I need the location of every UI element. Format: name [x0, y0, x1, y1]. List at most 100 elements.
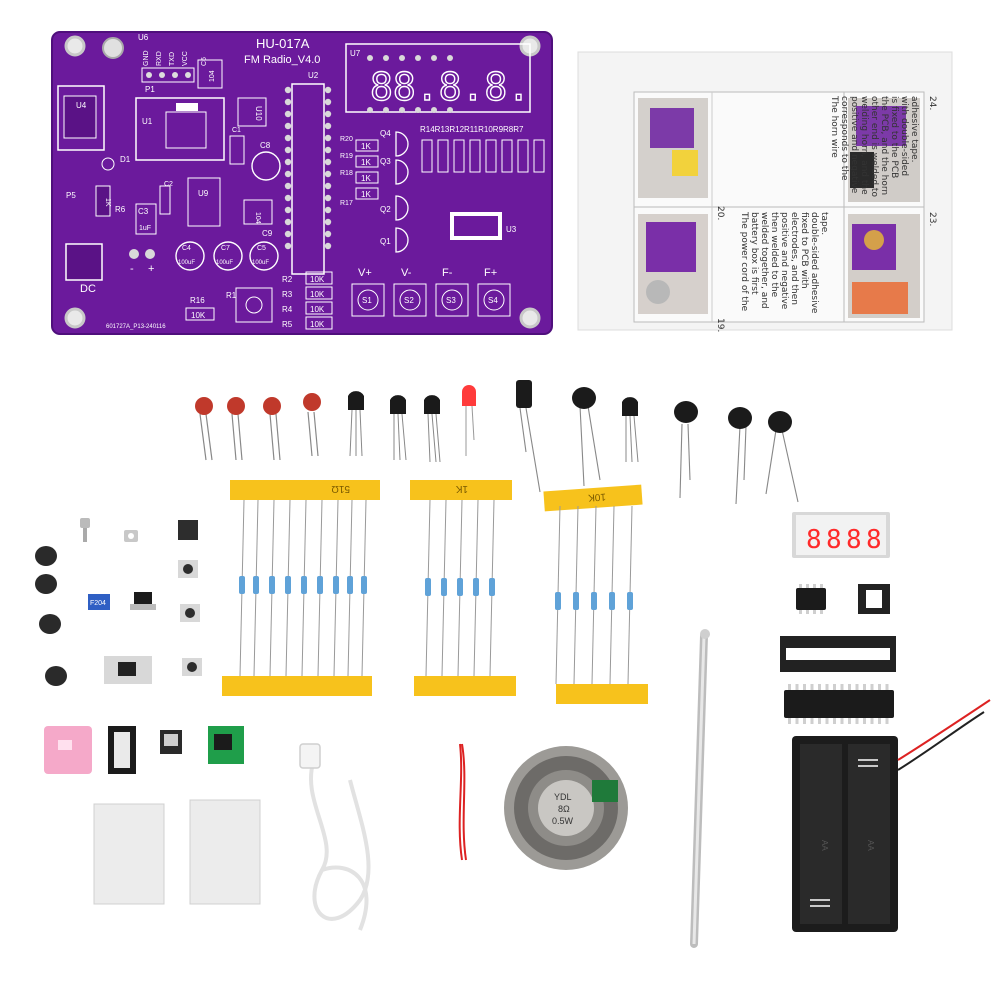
resistor — [285, 576, 291, 594]
c4-value: 100uF — [178, 260, 195, 266]
sw-label-s2: S2 — [404, 296, 414, 305]
resistor-strip-10k: 10K — [543, 484, 648, 704]
ic-socket-28pin — [780, 636, 896, 672]
r17-r20-footprints: R20 R19 R18 R17 1K 1K 1K 1K — [340, 136, 379, 207]
u10-label: U10 — [254, 106, 263, 121]
key-label-fminus: F- — [442, 267, 453, 279]
c5-label: C5 — [257, 245, 266, 252]
c5-value: 100uF — [252, 260, 269, 266]
mounting-holes — [64, 35, 541, 329]
resistor — [627, 592, 633, 610]
resistor — [347, 576, 353, 594]
electrolytic-capacitors — [516, 380, 799, 505]
u9-label: U9 — [198, 189, 209, 198]
r16-value: 10K — [191, 311, 206, 320]
resistor — [425, 578, 431, 596]
manual-step-19-text: The power cord of thebattery box is firs… — [739, 211, 829, 314]
resistor — [239, 576, 245, 594]
battery-box: AA AA — [792, 699, 991, 932]
button-caps — [35, 546, 67, 686]
pcb-board: U6 GND RXD TXD VCC P1 C6 104 HU-017A FM … — [51, 31, 553, 335]
tape-label-1k: 1K — [455, 483, 468, 494]
resistor — [301, 576, 307, 594]
r3-value: 10K — [310, 290, 325, 299]
manual-step-23-num: 23. — [927, 212, 937, 226]
q4-label: Q4 — [380, 129, 391, 138]
resistor-strip-1k: 1K — [410, 480, 516, 696]
led-socket — [102, 37, 124, 59]
r2-r5-footprints: R2 R3 R4 R5 10K 10K 10K 10K — [282, 271, 333, 330]
resistor — [555, 592, 561, 610]
audio-jack — [44, 726, 92, 774]
r17-label: R17 — [340, 200, 353, 207]
p1-label: P1 — [145, 85, 155, 94]
q3-label: Q3 — [380, 157, 391, 166]
sw-label-s4: S4 — [488, 296, 498, 305]
r3-label: R3 — [282, 290, 293, 299]
r5-value: 10K — [310, 320, 325, 329]
speaker-text-line1: YDL — [554, 792, 572, 802]
transistors — [348, 391, 639, 463]
resistor — [333, 576, 339, 594]
u4-usb-footprint: U4 — [57, 85, 105, 151]
c9-value: 104 — [254, 212, 261, 224]
sw-label-s3: S3 — [446, 296, 456, 305]
resistor — [317, 576, 323, 594]
c4-label: C4 — [182, 245, 191, 252]
manual-step-19-num: 19. — [715, 318, 725, 332]
board-subtitle: FM Radio_V4.0 — [244, 54, 320, 66]
resistor — [361, 576, 367, 594]
r5-label: R5 — [282, 320, 293, 329]
slide-switch — [104, 656, 152, 684]
screw-and-nut — [80, 518, 138, 542]
display-digit: 8 — [826, 525, 842, 555]
r20-label: R20 — [340, 136, 353, 143]
resistor-strip-51: 51Ω — [222, 480, 380, 696]
mcu-chip — [784, 684, 894, 724]
c1-label: C1 — [232, 127, 241, 134]
resistor — [269, 576, 275, 594]
r19-label: R19 — [340, 153, 353, 160]
key-label-vminus: V- — [401, 267, 412, 279]
c6-footprint — [197, 59, 223, 89]
c6-value: 104 — [209, 70, 216, 82]
r2-label: R2 — [282, 275, 293, 284]
display-digit: 8 — [806, 525, 822, 555]
sw-label-s1: S1 — [362, 296, 372, 305]
u2-label: U2 — [308, 71, 319, 80]
u7-display-footprint: U7 88.8.8. — [345, 43, 531, 113]
r17-value: 1K — [361, 190, 371, 199]
manual-step-24-num: 24. — [927, 96, 937, 110]
resistor — [253, 576, 259, 594]
r19-value: 1K — [361, 158, 371, 167]
trimmer-potentiometer: F204 — [88, 594, 110, 610]
usb-cable — [299, 743, 371, 931]
r1-label: R1 — [226, 291, 237, 300]
r7-r14-footprints — [421, 139, 545, 173]
transistor-footprints — [395, 131, 409, 253]
resistor — [473, 578, 479, 596]
r4-label: R4 — [282, 305, 293, 314]
r6-value: 1K — [104, 198, 111, 207]
q2-label: Q2 — [380, 205, 391, 214]
tactile-switches — [178, 520, 202, 676]
r18-value: 1K — [361, 174, 371, 183]
q1-label: Q1 — [380, 237, 391, 246]
ic-socket-8pin — [858, 584, 890, 614]
resistor — [609, 592, 615, 610]
resistor — [489, 578, 495, 596]
uart-header: GND RXD TXD VCC — [141, 50, 195, 83]
u6-label: U6 — [138, 33, 149, 42]
ceramic-capacitors — [195, 393, 321, 461]
header-pin-gnd: GND — [143, 50, 150, 66]
board-serial: 601727A_P13-240116 — [106, 324, 166, 330]
manual-step-20-text: The horn wirecorresponds to thepositive … — [829, 95, 919, 197]
r20-value: 1K — [361, 142, 371, 151]
r16-label: R16 — [190, 296, 205, 305]
resistor — [457, 578, 463, 596]
display-digit: 8 — [846, 525, 862, 555]
c8-label: C8 — [260, 141, 271, 150]
key-label-vplus: V+ — [358, 267, 372, 279]
ic-socket-16pin — [108, 726, 136, 774]
display-digits-silkscreen: 88.8.8. — [370, 65, 530, 109]
